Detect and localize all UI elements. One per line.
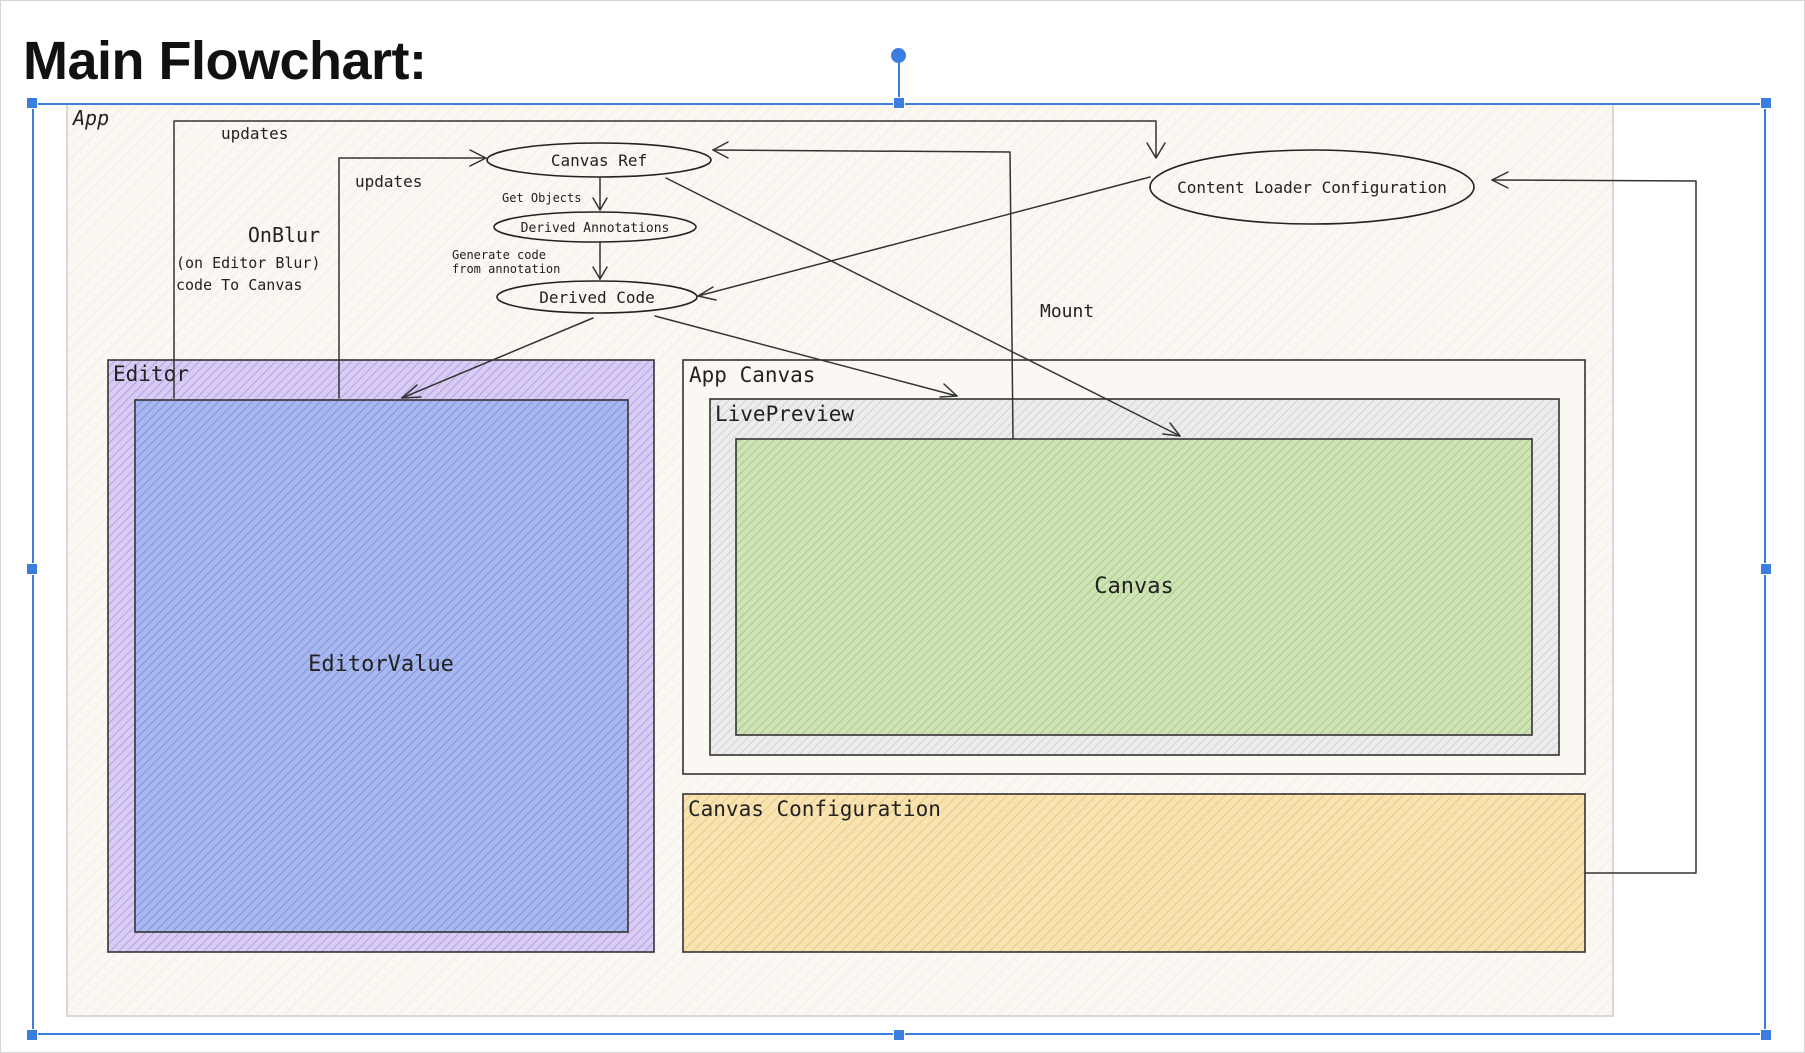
- arrowhead-content-loader-right: [1491, 171, 1509, 189]
- app-frame-label: App: [71, 106, 109, 130]
- live-preview-label: LivePreview: [715, 402, 854, 426]
- resize-handle-top-left[interactable]: [26, 97, 38, 109]
- derived-code-label: Derived Code: [539, 288, 655, 307]
- editor-value-box[interactable]: [134, 399, 629, 933]
- arrowhead-canvas-ref-left: [469, 149, 487, 167]
- onblur-title: OnBlur: [248, 223, 320, 247]
- mount-label: Mount: [1040, 301, 1094, 322]
- updates-label-top: updates: [221, 124, 288, 143]
- arrowhead-editorvalue: [401, 384, 422, 399]
- resize-handle-top-center[interactable]: [893, 97, 905, 109]
- resize-handle-bottom-right[interactable]: [1760, 1029, 1772, 1041]
- arrow-editor-updates-content-loader: [173, 120, 1157, 399]
- canvas-configuration-label: Canvas Configuration: [688, 797, 941, 821]
- updates-label-second: updates: [355, 172, 422, 191]
- onblur-line-1: (on Editor Blur): [176, 254, 321, 272]
- editor-value-label: EditorValue: [308, 652, 454, 677]
- rotation-handle[interactable]: [891, 48, 906, 63]
- resize-handle-top-right[interactable]: [1760, 97, 1772, 109]
- arrowhead-live-preview: [939, 383, 958, 398]
- generate-code-label-2: from annotation: [452, 262, 560, 276]
- content-loader-configuration-node[interactable]: [1149, 149, 1475, 225]
- resize-handle-bottom-center[interactable]: [893, 1029, 905, 1041]
- onblur-line-2: code To Canvas: [176, 276, 302, 294]
- arrow-editorvalue-updates-canvas-ref: [338, 157, 486, 399]
- arrow-content-loader-to-derived-code: [697, 176, 1151, 297]
- arrowhead-derived-code-right: [697, 286, 717, 301]
- canvas-ref-node[interactable]: [486, 142, 712, 178]
- arrowhead-derived-annotations: [592, 197, 608, 211]
- derived-annotations-label: Derived Annotations: [521, 221, 670, 236]
- canvas-label: Canvas: [1094, 574, 1173, 599]
- content-loader-configuration-label: Content Loader Configuration: [1177, 178, 1447, 197]
- arrow-canvas-mount-canvas-ref: [712, 149, 1014, 439]
- arrowhead-content-loader-top: [1146, 142, 1166, 159]
- rotation-handle-stem: [898, 60, 900, 104]
- arrow-derived-code-to-live-preview: [654, 315, 958, 397]
- arrow-canvas-ref-to-canvas: [665, 177, 1181, 437]
- canvas-configuration-box[interactable]: [682, 793, 1586, 953]
- page-heading: Main Flowchart:: [23, 31, 427, 91]
- arrowhead-derived-code: [592, 266, 608, 280]
- generate-code-label-1: Generate code: [452, 248, 546, 262]
- derived-code-node[interactable]: [496, 280, 698, 314]
- arrow-canvas-config-to-content-loader: [1491, 179, 1697, 874]
- app-canvas-label: App Canvas: [689, 363, 815, 387]
- arrow-derived-code-to-editorvalue: [401, 317, 594, 399]
- resize-handle-bottom-left[interactable]: [26, 1029, 38, 1041]
- editor-frame-label: Editor: [113, 362, 189, 386]
- resize-handle-middle-left[interactable]: [26, 563, 38, 575]
- resize-handle-middle-right[interactable]: [1760, 563, 1772, 575]
- derived-annotations-node[interactable]: [493, 211, 697, 243]
- canvas-ref-label: Canvas Ref: [551, 151, 647, 170]
- canvas-box[interactable]: [735, 438, 1533, 736]
- arrowhead-canvas-ref-right: [712, 141, 729, 159]
- arrowhead-canvas: [1162, 422, 1181, 437]
- get-objects-label: Get Objects: [502, 191, 581, 205]
